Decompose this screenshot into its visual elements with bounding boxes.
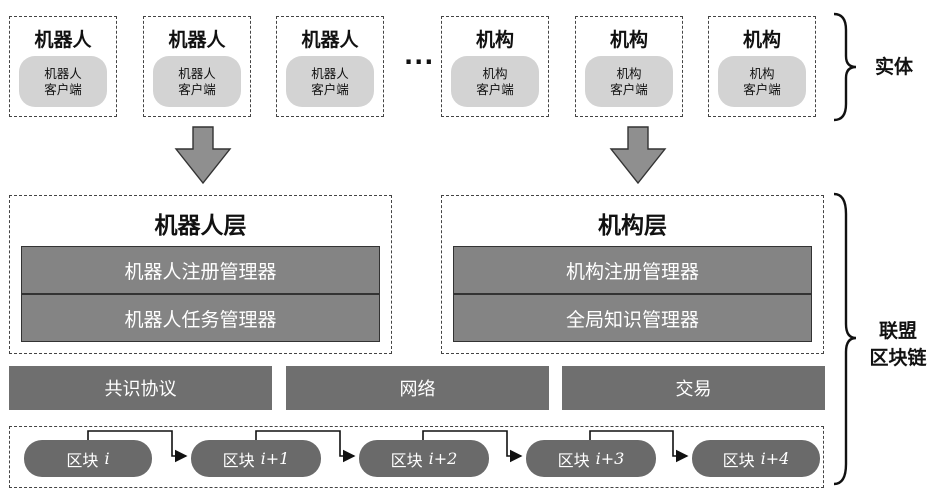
client-label-line1: 机器人: [44, 65, 82, 81]
block-i-plus-2: 区块 i+2: [359, 440, 489, 477]
entity-title: 机器人: [34, 29, 92, 51]
block-i-plus-4: 区块 i+4: [692, 440, 820, 477]
org-client: 机构 客户端: [585, 56, 673, 107]
block-i-plus-3: 区块 i+3: [526, 440, 656, 477]
chain-link-arrow: [255, 430, 356, 463]
client-label-line1: 机构: [616, 65, 642, 81]
robot-task-manager: 机器人任务管理器: [21, 294, 380, 342]
org-client: 机构 客户端: [718, 56, 806, 107]
entity-title: 机器人: [301, 29, 359, 51]
transaction: 交易: [562, 366, 825, 410]
block-index: i+3: [595, 449, 625, 468]
block-prefix: 区块: [722, 450, 755, 470]
client-label-line1: 机器人: [311, 65, 349, 81]
network: 网络: [286, 366, 549, 410]
org-layer: 机构层 机构注册管理器 全局知识管理器: [441, 195, 824, 354]
robot-layer-title: 机器人层: [154, 213, 247, 239]
consortium-label-line2: 区块链: [869, 347, 927, 369]
blockchain-container: [9, 426, 824, 488]
chain-links: [87, 430, 689, 463]
block-prefix: 区块: [222, 450, 255, 470]
block-index: i+4: [760, 449, 790, 468]
block-index: i: [104, 449, 110, 468]
client-label-line2: 客户端: [311, 81, 349, 97]
robot-registration-manager: 机器人注册管理器: [21, 246, 380, 294]
down-arrow-icon: [609, 126, 667, 185]
consortium-label: 联盟 区块链: [858, 318, 938, 372]
client-label-line1: 机器人: [178, 65, 216, 81]
global-knowledge-manager: 全局知识管理器: [453, 294, 812, 342]
entity-robot-2: 机器人 机器人 客户端: [143, 16, 251, 117]
client-label-line1: 机构: [749, 65, 775, 81]
block-prefix: 区块: [390, 450, 423, 470]
client-label-line1: 机构: [482, 65, 508, 81]
entity-org-1: 机构 机构 客户端: [441, 16, 549, 117]
block-i-plus-1: 区块 i+1: [191, 440, 321, 477]
entity-title: 机构: [609, 29, 648, 51]
entity-title: 机器人: [168, 29, 226, 51]
block-i: 区块 i: [24, 440, 152, 477]
client-label-line2: 客户端: [610, 81, 648, 97]
consensus-protocol: 共识协议: [9, 366, 272, 410]
client-label-line2: 客户端: [476, 81, 514, 97]
client-label-line2: 客户端: [44, 81, 82, 97]
chain-link-arrow: [422, 430, 523, 463]
robot-client: 机器人 客户端: [153, 56, 241, 107]
chain-link-arrow: [87, 430, 188, 463]
entity-label: 实体: [874, 56, 913, 78]
block-prefix: 区块: [557, 450, 590, 470]
consortium-label-line1: 联盟: [878, 320, 917, 342]
entity-title: 机构: [475, 29, 514, 51]
org-registration-manager: 机构注册管理器: [453, 246, 812, 294]
block-prefix: 区块: [66, 450, 99, 470]
robot-layer: 机器人层 机器人注册管理器 机器人任务管理器: [9, 195, 392, 354]
entity-org-3: 机构 机构 客户端: [708, 16, 816, 117]
entity-robot-1: 机器人 机器人 客户端: [9, 16, 117, 117]
robot-client: 机器人 客户端: [286, 56, 374, 107]
entity-brace-icon: [833, 12, 857, 122]
down-arrow-icon: [174, 126, 232, 185]
client-label-line2: 客户端: [743, 81, 781, 97]
entity-org-2: 机构 机构 客户端: [575, 16, 683, 117]
client-label-line2: 客户端: [178, 81, 216, 97]
org-client: 机构 客户端: [451, 56, 539, 107]
chain-link-arrow: [589, 430, 689, 463]
org-layer-title: 机构层: [598, 213, 667, 239]
consortium-brace-icon: [833, 192, 857, 486]
robot-client: 机器人 客户端: [19, 56, 107, 107]
ellipsis: ···: [404, 48, 435, 76]
block-index: i+1: [260, 449, 290, 468]
block-index: i+2: [428, 449, 458, 468]
entity-robot-3: 机器人 机器人 客户端: [276, 16, 384, 117]
entity-title: 机构: [742, 29, 781, 51]
